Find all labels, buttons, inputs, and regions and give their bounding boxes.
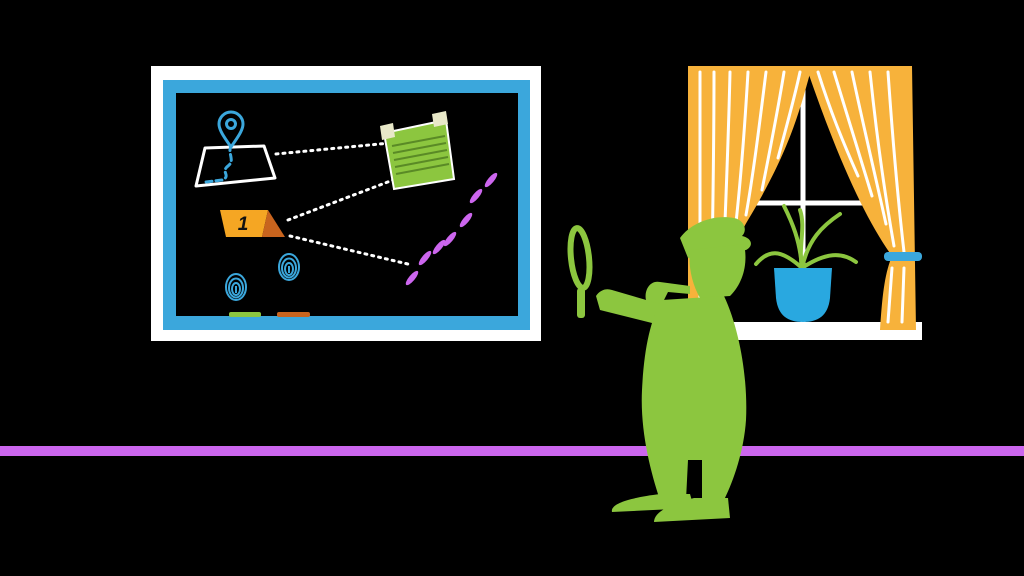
magnifying-glass-icon — [567, 225, 593, 318]
string-marker-to-note — [286, 178, 395, 222]
footprints-icon — [405, 172, 498, 286]
chalk-green — [229, 312, 261, 317]
evidence-marker-icon: 1 — [220, 210, 285, 237]
floor-line — [0, 446, 1024, 456]
chalk-orange — [277, 312, 310, 317]
detective-silhouette-icon — [596, 217, 751, 522]
evidence-marker-number: 1 — [238, 214, 249, 235]
curtain-tieback — [884, 252, 922, 261]
string-marker-to-footprints — [288, 234, 414, 267]
window-sill — [712, 322, 922, 340]
potted-plant-icon — [754, 204, 858, 322]
evidence-strings — [274, 141, 414, 267]
curtain-right — [806, 66, 922, 330]
evidence-board: 1 — [151, 66, 541, 341]
fingerprint-icon — [225, 253, 300, 301]
map-pin-icon — [194, 110, 277, 188]
sticky-note-icon — [380, 111, 456, 191]
string-map-to-note — [274, 141, 392, 156]
